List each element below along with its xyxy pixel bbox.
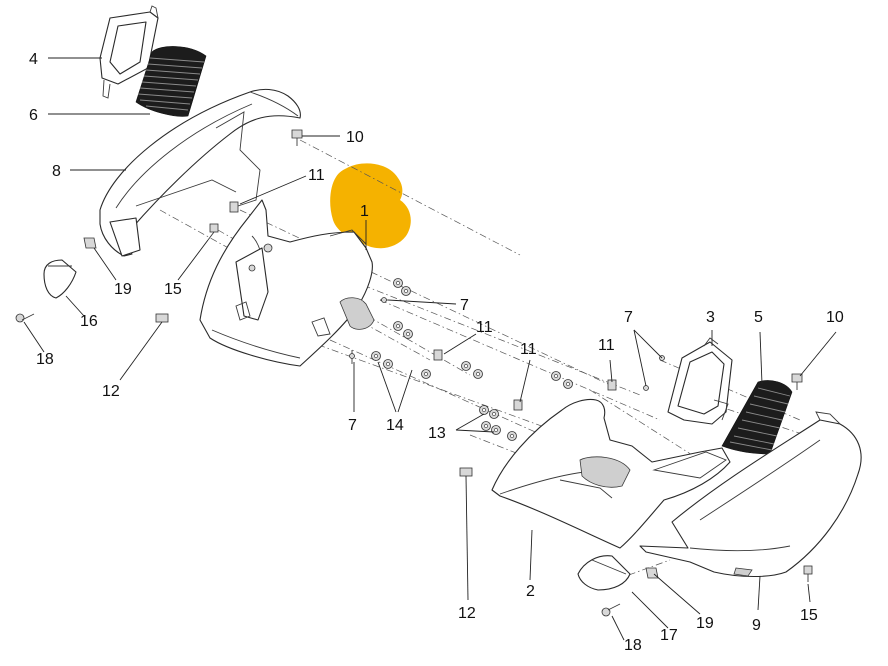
- callout-7-right: 7: [624, 309, 633, 326]
- part-1-tail-frame: [199, 199, 375, 367]
- callout-18-left: 18: [36, 351, 54, 368]
- callout-6: 6: [29, 107, 38, 124]
- callout-12-right: 12: [458, 605, 476, 622]
- callout-7-bottom: 7: [348, 417, 357, 434]
- part-8-upper-cowl: [99, 88, 301, 257]
- callout-11-mid: 11: [476, 319, 493, 336]
- callout-15-right: 15: [800, 607, 818, 624]
- leader-lines: [23, 57, 837, 641]
- callout-15-left: 15: [164, 281, 182, 298]
- callout-18-right: 18: [624, 637, 642, 654]
- callout-11-top: 11: [308, 167, 325, 184]
- callout-12-left: 12: [102, 383, 120, 400]
- part-16-indicator: [43, 259, 77, 299]
- callout-3: 3: [706, 309, 715, 326]
- callout-14: 14: [386, 417, 404, 434]
- callout-5: 5: [754, 309, 763, 326]
- highlight-marker: [330, 163, 411, 249]
- callout-19-right: 19: [696, 615, 714, 632]
- part-2-side-panel: [491, 398, 731, 549]
- part-3-frame: [667, 337, 733, 425]
- callout-7-mid: 7: [460, 297, 469, 314]
- callout-13: 13: [428, 425, 446, 442]
- callout-1: 1: [360, 203, 369, 220]
- part-4-frame: [99, 5, 159, 99]
- part-6-grille: [135, 46, 207, 117]
- callout-10-right: 10: [826, 309, 844, 326]
- callout-17: 17: [660, 627, 678, 644]
- callout-4: 4: [29, 51, 38, 68]
- callout-9: 9: [752, 617, 761, 634]
- callout-labels: 1 4 6 8 10 11 19 15 16 18 12 7 11 7 14 1…: [29, 51, 844, 654]
- part-5-grille: [721, 380, 793, 455]
- part-9-side-fairing: [639, 411, 862, 577]
- callout-19-left: 19: [114, 281, 132, 298]
- callout-16: 16: [80, 313, 98, 330]
- callout-11-right-b: 11: [598, 337, 615, 354]
- part-17-indicator: [577, 555, 631, 591]
- callout-10-top: 10: [346, 129, 364, 146]
- callout-2: 2: [526, 583, 535, 600]
- callout-11-right-a: 11: [520, 341, 537, 358]
- callout-8: 8: [52, 163, 61, 180]
